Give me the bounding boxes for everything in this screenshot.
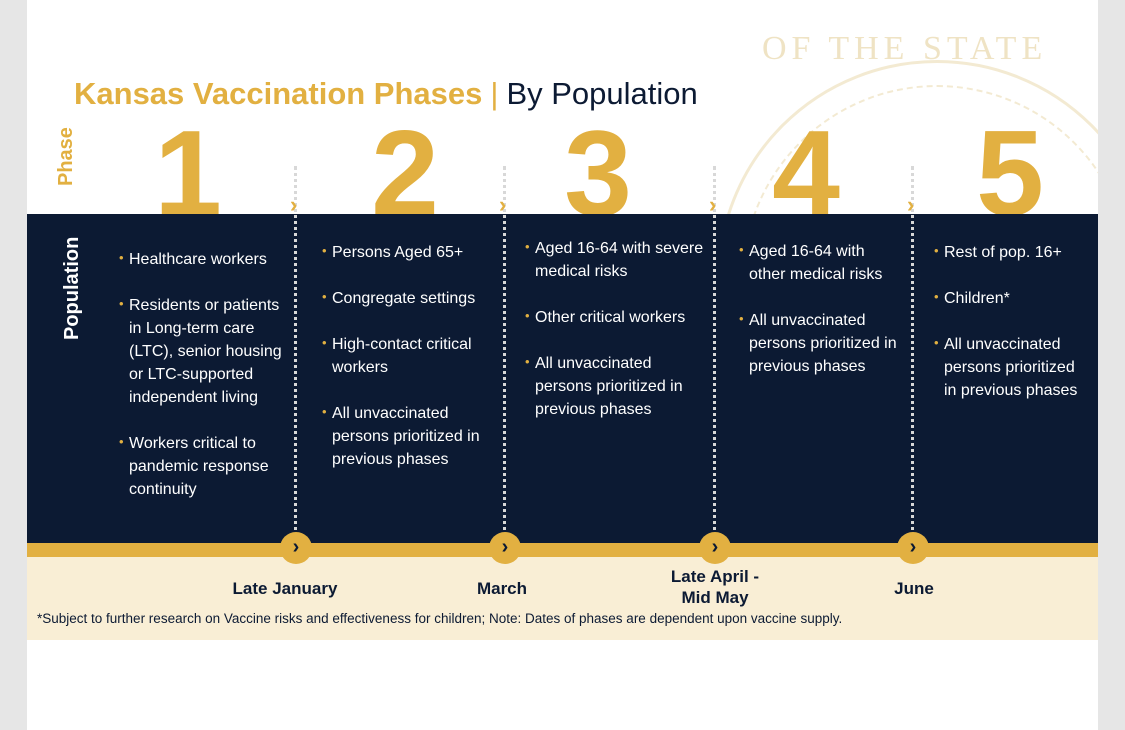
phase-divider — [294, 166, 297, 538]
list-item: Aged 16-64 with other medical risks — [739, 238, 904, 286]
seal-text: OF THE STATE — [762, 30, 1048, 67]
chevron-right-icon: › — [499, 192, 507, 217]
phase-divider — [911, 166, 914, 538]
timeline-date: Late January — [232, 579, 338, 598]
list-item: Congregate settings — [322, 285, 502, 310]
timeline-node-chevron-icon: › — [699, 532, 731, 564]
timeline-date: June — [894, 579, 934, 598]
phase-1-list: Healthcare workers Residents or patients… — [119, 246, 284, 524]
phase-label: Phase — [55, 127, 77, 186]
phase-4-list: Aged 16-64 with other medical risks All … — [739, 238, 904, 401]
list-item: Other critical workers — [525, 304, 705, 329]
list-item: All unvaccinated persons prioritized in … — [525, 350, 705, 421]
list-item: Healthcare workers — [119, 246, 284, 271]
title-sub: By Population — [506, 76, 698, 111]
phase-divider — [713, 166, 716, 538]
phase-number-3: 3 — [564, 105, 632, 241]
list-item: Residents or patients in Long-term care … — [119, 292, 284, 409]
timeline-area — [27, 557, 1098, 640]
phase-2-list: Persons Aged 65+ Congregate settings Hig… — [322, 239, 502, 494]
timeline-date: March — [476, 579, 528, 598]
timeline-line — [27, 543, 1098, 557]
slide: OF THE STATE Kansas Vaccination Phases|B… — [27, 0, 1098, 730]
phase-5-list: Rest of pop. 16+ Children* All unvaccina… — [934, 239, 1084, 425]
timeline-date: Late April - Mid May — [670, 567, 760, 607]
timeline-node-chevron-icon: › — [897, 532, 929, 564]
list-item: Children* — [934, 285, 1084, 310]
title-main: Kansas Vaccination Phases — [74, 76, 483, 111]
list-item: Workers critical to pandemic response co… — [119, 430, 284, 501]
phase-divider — [503, 166, 506, 538]
list-item: Aged 16-64 with severe medical risks — [525, 235, 705, 283]
population-label: Population — [61, 236, 83, 340]
timeline-node-chevron-icon: › — [280, 532, 312, 564]
timeline-node-chevron-icon: › — [489, 532, 521, 564]
chevron-right-icon: › — [907, 192, 915, 217]
list-item: All unvaccinated persons prioritized in … — [934, 331, 1084, 402]
list-item: High-contact critical workers — [322, 331, 502, 379]
chevron-right-icon: › — [290, 192, 298, 217]
page-title: Kansas Vaccination Phases|By Population — [74, 76, 698, 112]
footnote: *Subject to further research on Vaccine … — [37, 611, 843, 626]
phase-number-1: 1 — [154, 105, 222, 241]
phase-3-list: Aged 16-64 with severe medical risks Oth… — [525, 235, 705, 444]
list-item: All unvaccinated persons prioritized in … — [322, 400, 502, 471]
list-item: Persons Aged 65+ — [322, 239, 502, 264]
list-item: Rest of pop. 16+ — [934, 239, 1084, 264]
chevron-right-icon: › — [709, 192, 717, 217]
title-separator: | — [490, 76, 499, 111]
phase-number-2: 2 — [371, 105, 439, 241]
list-item: All unvaccinated persons prioritized in … — [739, 307, 904, 378]
phase-number-4: 4 — [772, 105, 840, 241]
phase-number-5: 5 — [976, 105, 1044, 241]
